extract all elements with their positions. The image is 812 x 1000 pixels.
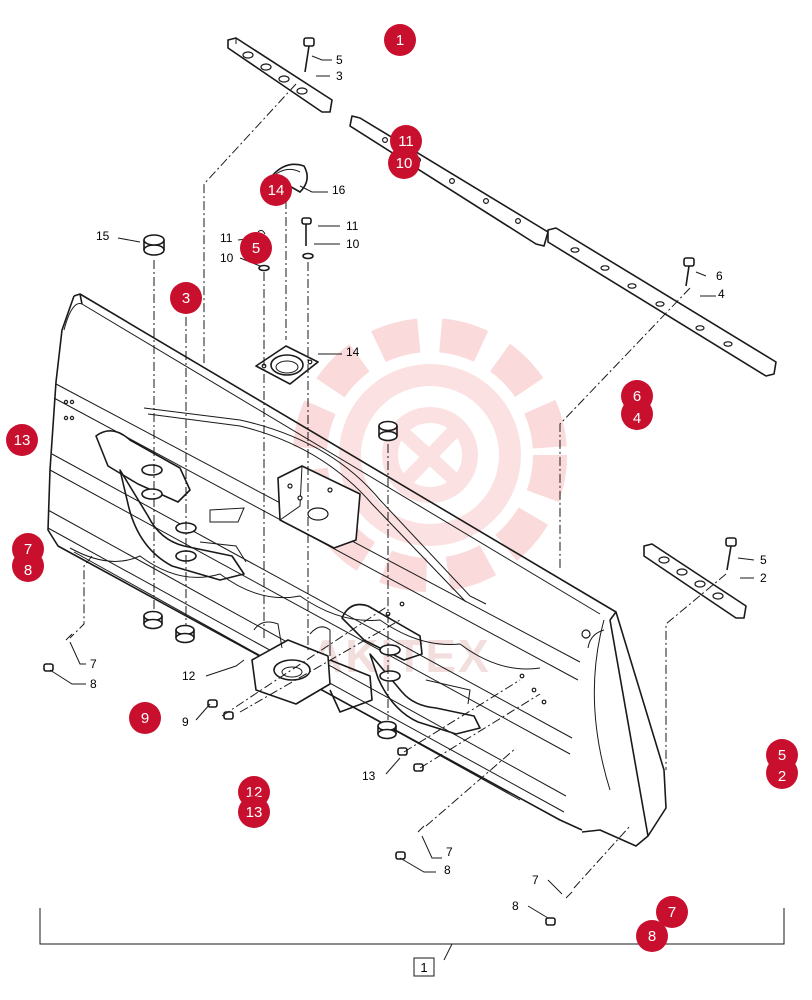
svg-text:2: 2 <box>778 768 786 785</box>
callout-leaders <box>49 55 755 919</box>
svg-text:9: 9 <box>141 710 149 727</box>
callout-14: 14 <box>346 345 360 359</box>
cutting-edge-long <box>349 115 549 247</box>
left-push-arm-bracket <box>95 430 247 581</box>
callout-5-right: 5 <box>760 553 767 567</box>
marker-14[interactable]: 14 <box>260 174 292 206</box>
svg-text:3: 3 <box>182 290 190 307</box>
marker-3[interactable]: 3 <box>170 282 202 314</box>
dozer-blade-body <box>47 293 667 847</box>
assembly-center-lines <box>69 83 727 889</box>
marker-6[interactable]: 6 <box>621 380 653 412</box>
svg-text:7: 7 <box>668 904 676 921</box>
svg-text:11: 11 <box>398 133 414 150</box>
callout-15: 15 <box>96 229 110 243</box>
svg-text:4: 4 <box>633 410 641 427</box>
assembly-reference-label: 1 <box>420 960 427 975</box>
callout-6: 6 <box>716 269 723 283</box>
callout-5-top: 5 <box>336 53 343 67</box>
callout-11-right: 11 <box>346 219 359 233</box>
small-fasteners <box>43 601 573 926</box>
callout-7-center: 7 <box>446 845 453 859</box>
bolt-6 <box>683 257 695 287</box>
svg-text:14: 14 <box>268 182 285 199</box>
marker-9[interactable]: 9 <box>129 702 161 734</box>
callout-13: 13 <box>362 769 376 783</box>
callout-3: 3 <box>336 69 343 83</box>
callout-2: 2 <box>760 571 767 585</box>
cutting-edge-right <box>547 227 777 377</box>
callout-12: 12 <box>182 669 196 683</box>
callout-labels: 5 3 16 15 11 10 11 10 14 6 4 5 2 7 8 12 … <box>90 53 767 913</box>
svg-text:8: 8 <box>24 562 32 579</box>
marker-5-right[interactable]: 5 <box>766 739 798 771</box>
bolt-11-pair <box>257 217 314 272</box>
svg-text:10: 10 <box>396 155 413 172</box>
svg-text:6: 6 <box>633 388 641 405</box>
svg-text:13: 13 <box>14 432 31 449</box>
marker-5-top[interactable]: 5 <box>240 232 272 264</box>
callout-4: 4 <box>718 287 725 301</box>
callout-10-left: 10 <box>220 251 234 265</box>
svg-text:5: 5 <box>252 240 260 257</box>
wear-pad-right <box>643 543 747 619</box>
svg-text:13: 13 <box>246 804 263 821</box>
svg-text:7: 7 <box>24 541 32 558</box>
svg-text:8: 8 <box>648 928 656 945</box>
callout-7-left: 7 <box>90 657 97 671</box>
wear-pad-top <box>227 37 333 113</box>
marker-13-left[interactable]: 13 <box>6 424 38 456</box>
marker-7-bottom[interactable]: 7 <box>656 896 688 928</box>
callout-11-left: 11 <box>220 231 233 245</box>
callout-8-bottom: 8 <box>512 899 519 913</box>
marker-badges[interactable]: 1 11 10 14 5 3 13 4 <box>6 24 798 952</box>
marker-13-center[interactable]: 13 <box>238 796 270 828</box>
svg-text:1: 1 <box>396 32 404 49</box>
bolt-5-top <box>303 37 315 73</box>
callout-10-right: 10 <box>346 237 360 251</box>
bolt-5-right <box>725 537 737 571</box>
callout-8-left: 8 <box>90 677 97 691</box>
right-push-arm-bracket <box>341 603 481 735</box>
marker-7-left[interactable]: 7 <box>12 533 44 565</box>
bushing-15 <box>143 234 165 256</box>
marker-1[interactable]: 1 <box>384 24 416 56</box>
mount-plate-14 <box>255 345 319 385</box>
bushing-set <box>143 420 398 740</box>
lower-pivot-bracket <box>251 621 373 713</box>
svg-text:5: 5 <box>778 747 786 764</box>
marker-10[interactable]: 10 <box>388 147 420 179</box>
center-trunnion-bracket <box>277 465 361 549</box>
callout-16: 16 <box>332 183 346 197</box>
callout-8-center: 8 <box>444 863 451 877</box>
assembly-bracket <box>39 908 785 977</box>
marker-8-bottom[interactable]: 8 <box>636 920 668 952</box>
callout-7-bottom: 7 <box>532 873 539 887</box>
callout-9: 9 <box>182 715 189 729</box>
watermark-text: AKITEX <box>310 630 491 682</box>
